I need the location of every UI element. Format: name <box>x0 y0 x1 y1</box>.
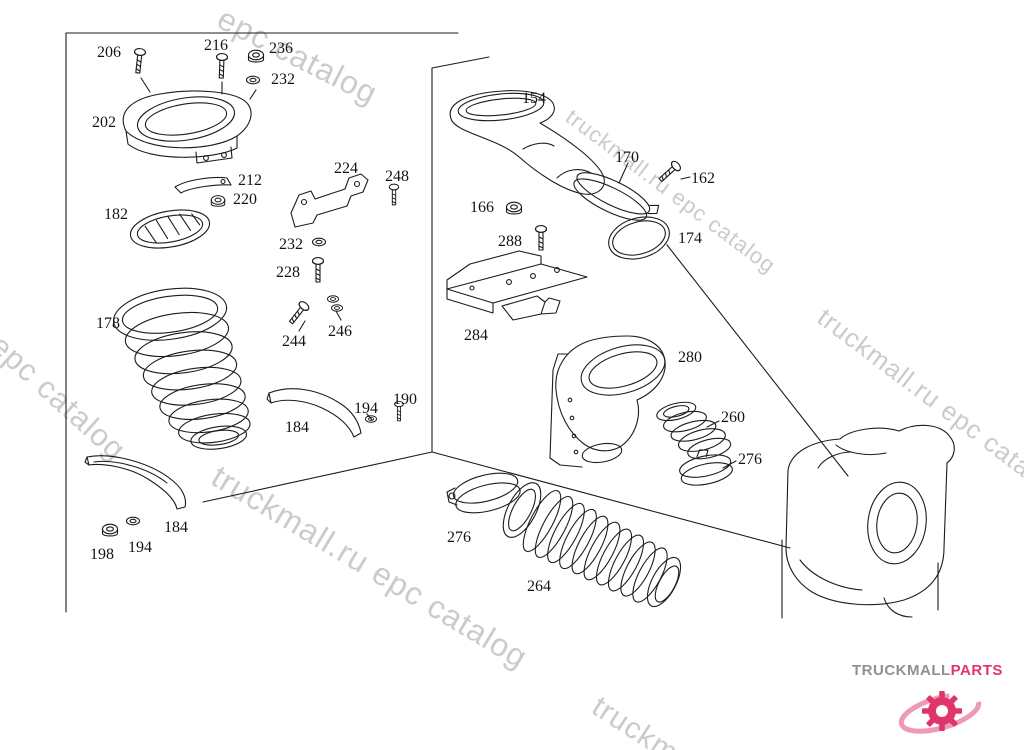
part-276-clamp-right <box>679 449 733 486</box>
brand-name-truckmall: TRUCKMALL <box>852 662 951 679</box>
part-170-clamp <box>573 172 660 221</box>
part-228-bolt <box>311 257 325 283</box>
part-216-screw <box>215 52 229 79</box>
part-244-screw <box>286 299 311 327</box>
brand-logo: TRUCKMALLPARTS <box>852 662 1024 734</box>
part-220-nut <box>210 195 226 207</box>
part-184-strap-lower <box>84 455 187 510</box>
part-246-washer-b <box>331 304 343 312</box>
part-232-washer-mid <box>311 237 327 247</box>
part-202-air-cleaner-cover <box>122 90 252 164</box>
part-284-bracket-plate <box>446 250 588 321</box>
frame-lines <box>65 32 849 613</box>
part-246-washer-a <box>327 295 339 303</box>
part-162-screw <box>656 159 683 185</box>
part-212-clip <box>174 176 232 194</box>
part-232-washer-top <box>245 75 261 85</box>
part-260-bellows-small <box>656 401 732 460</box>
part-264-corrugated-hose <box>502 482 682 608</box>
leader-lines <box>140 77 737 469</box>
brand-wordmark: TRUCKMALLPARTS <box>852 662 1024 679</box>
part-224-bracket <box>290 173 369 228</box>
vehicle-body-reference <box>781 424 955 619</box>
part-184-strap-upper <box>266 388 362 438</box>
brand-name-parts: PARTS <box>950 662 1003 679</box>
part-248-screw <box>388 183 400 206</box>
part-198-nut <box>101 523 119 537</box>
part-280-intake-elbow <box>549 335 666 468</box>
part-182-grille <box>129 209 211 249</box>
part-178-bellows <box>112 287 251 450</box>
part-206-screw <box>131 47 147 75</box>
part-174-seal-ring <box>608 216 670 260</box>
part-166-nut <box>505 201 523 215</box>
part-194-washer-lower <box>125 516 141 526</box>
part-236-nut <box>247 49 265 63</box>
part-276-clamp-left <box>446 472 521 514</box>
gear-logo-icon <box>898 691 982 734</box>
part-190-screw <box>394 400 404 422</box>
part-288-bolt <box>534 225 548 251</box>
part-154-air-duct <box>449 90 605 195</box>
